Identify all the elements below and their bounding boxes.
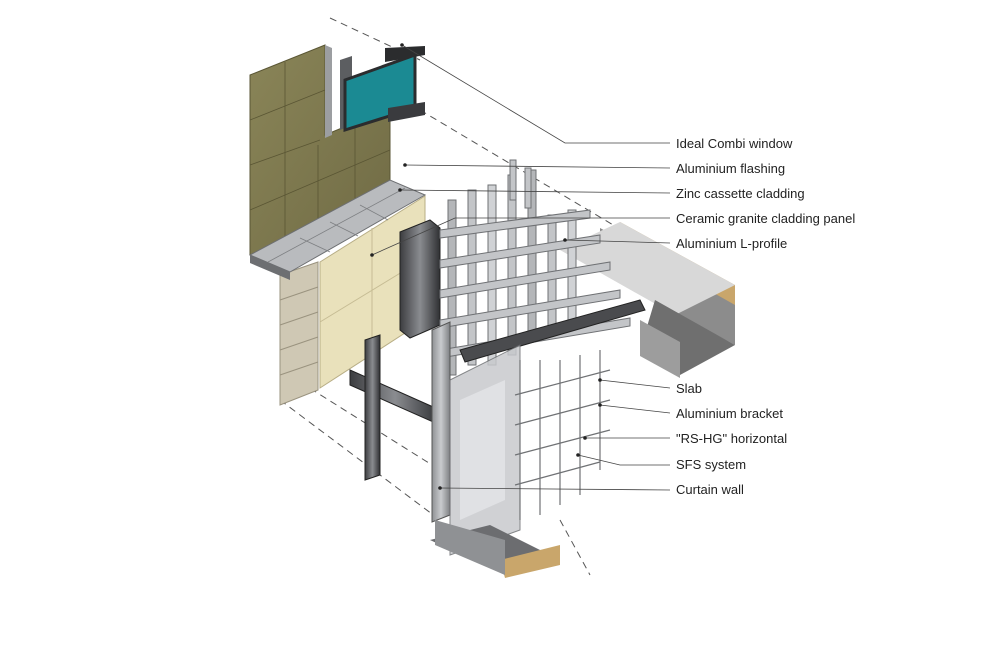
label-aluminium-flashing: Aluminium flashing bbox=[676, 161, 785, 176]
label-sfs-system: SFS system bbox=[676, 457, 746, 472]
label-aluminium-bracket: Aluminium bracket bbox=[676, 406, 783, 421]
aluminium-bracket bbox=[349, 299, 646, 481]
ceramic-granite-cladding-panel bbox=[279, 195, 426, 406]
ideal-combi-window bbox=[325, 45, 425, 138]
leader-lines bbox=[371, 44, 671, 491]
leader-dots bbox=[370, 43, 602, 490]
label-slab: Slab bbox=[676, 381, 702, 396]
label-rs-hg-horizontal: "RS-HG" horizontal bbox=[676, 431, 787, 446]
callout-labels: Ideal Combi window Aluminium flashing Zi… bbox=[676, 136, 855, 497]
zinc-cassette-cladding bbox=[248, 44, 427, 280]
aluminium-l-profile bbox=[399, 219, 441, 339]
label-zinc-cassette-cladding: Zinc cassette cladding bbox=[676, 186, 805, 201]
label-aluminium-l-profile: Aluminium L-profile bbox=[676, 236, 787, 251]
label-ideal-combi-window: Ideal Combi window bbox=[676, 136, 793, 151]
label-ceramic-granite-cladding-panel: Ceramic granite cladding panel bbox=[676, 211, 855, 226]
label-curtain-wall: Curtain wall bbox=[676, 482, 744, 497]
curtain-wall bbox=[430, 321, 611, 578]
